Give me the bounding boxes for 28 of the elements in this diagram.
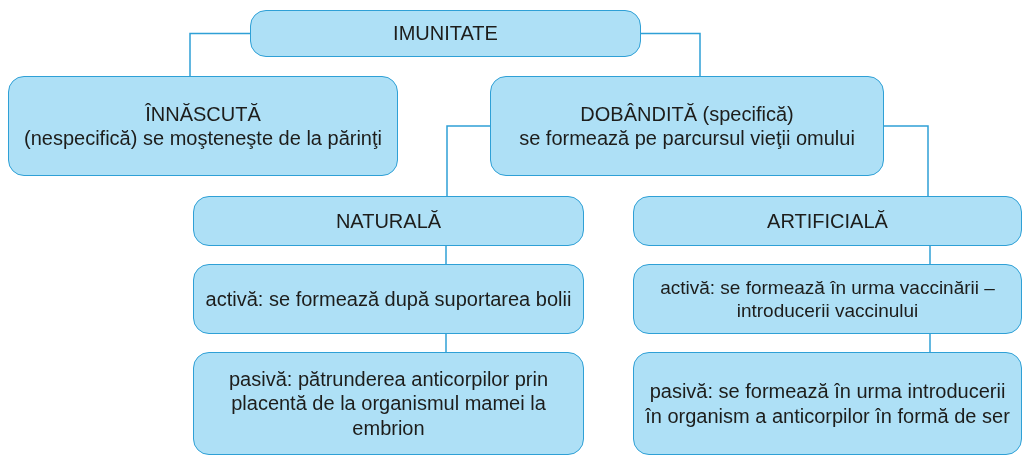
box-text: pasivă: se formează în urma introducerii în organism a anticorpilor în formă de ser: [644, 379, 1011, 428]
rounded-box: [633, 264, 1022, 334]
connector-line: [445, 333, 447, 353]
rounded-box: [193, 352, 584, 455]
box-text: pasivă: pătrunderea anticorpilor prin placentă de la organismul mamei la embrion: [227, 366, 550, 441]
connector-line: [640, 32, 701, 77]
rounded-box: [8, 76, 398, 176]
box-text: activă: se formează în urma vaccinării – introducerii vaccinului: [659, 275, 996, 323]
rounded-box: [193, 264, 584, 334]
connector-line: [445, 245, 447, 265]
box-heading: DOBÂNDITĂ (specifică): [580, 101, 794, 126]
box-text: IMUNITATE: [393, 21, 498, 46]
box-text: se formează pe parcursul vieţii omului: [519, 126, 855, 151]
rounded-box: [193, 196, 584, 246]
box-heading: ÎNNĂSCUTĂ: [145, 101, 261, 126]
connector-line: [883, 125, 929, 197]
rounded-box: [490, 76, 884, 176]
connector-line: [929, 245, 931, 265]
rounded-box: [250, 10, 641, 57]
box-text: activă: se formează după suportarea bolii: [205, 286, 572, 312]
connector-line: [446, 125, 491, 197]
rounded-box: [633, 196, 1022, 246]
box-text: (nespecifică) se moşteneşte de la părinţi: [24, 126, 382, 151]
box-text: ARTIFICIALĂ: [767, 208, 888, 234]
box-text: NATURALĂ: [335, 208, 442, 234]
connector-line: [929, 333, 931, 353]
connector-line: [189, 32, 251, 77]
rounded-box: [633, 352, 1022, 455]
